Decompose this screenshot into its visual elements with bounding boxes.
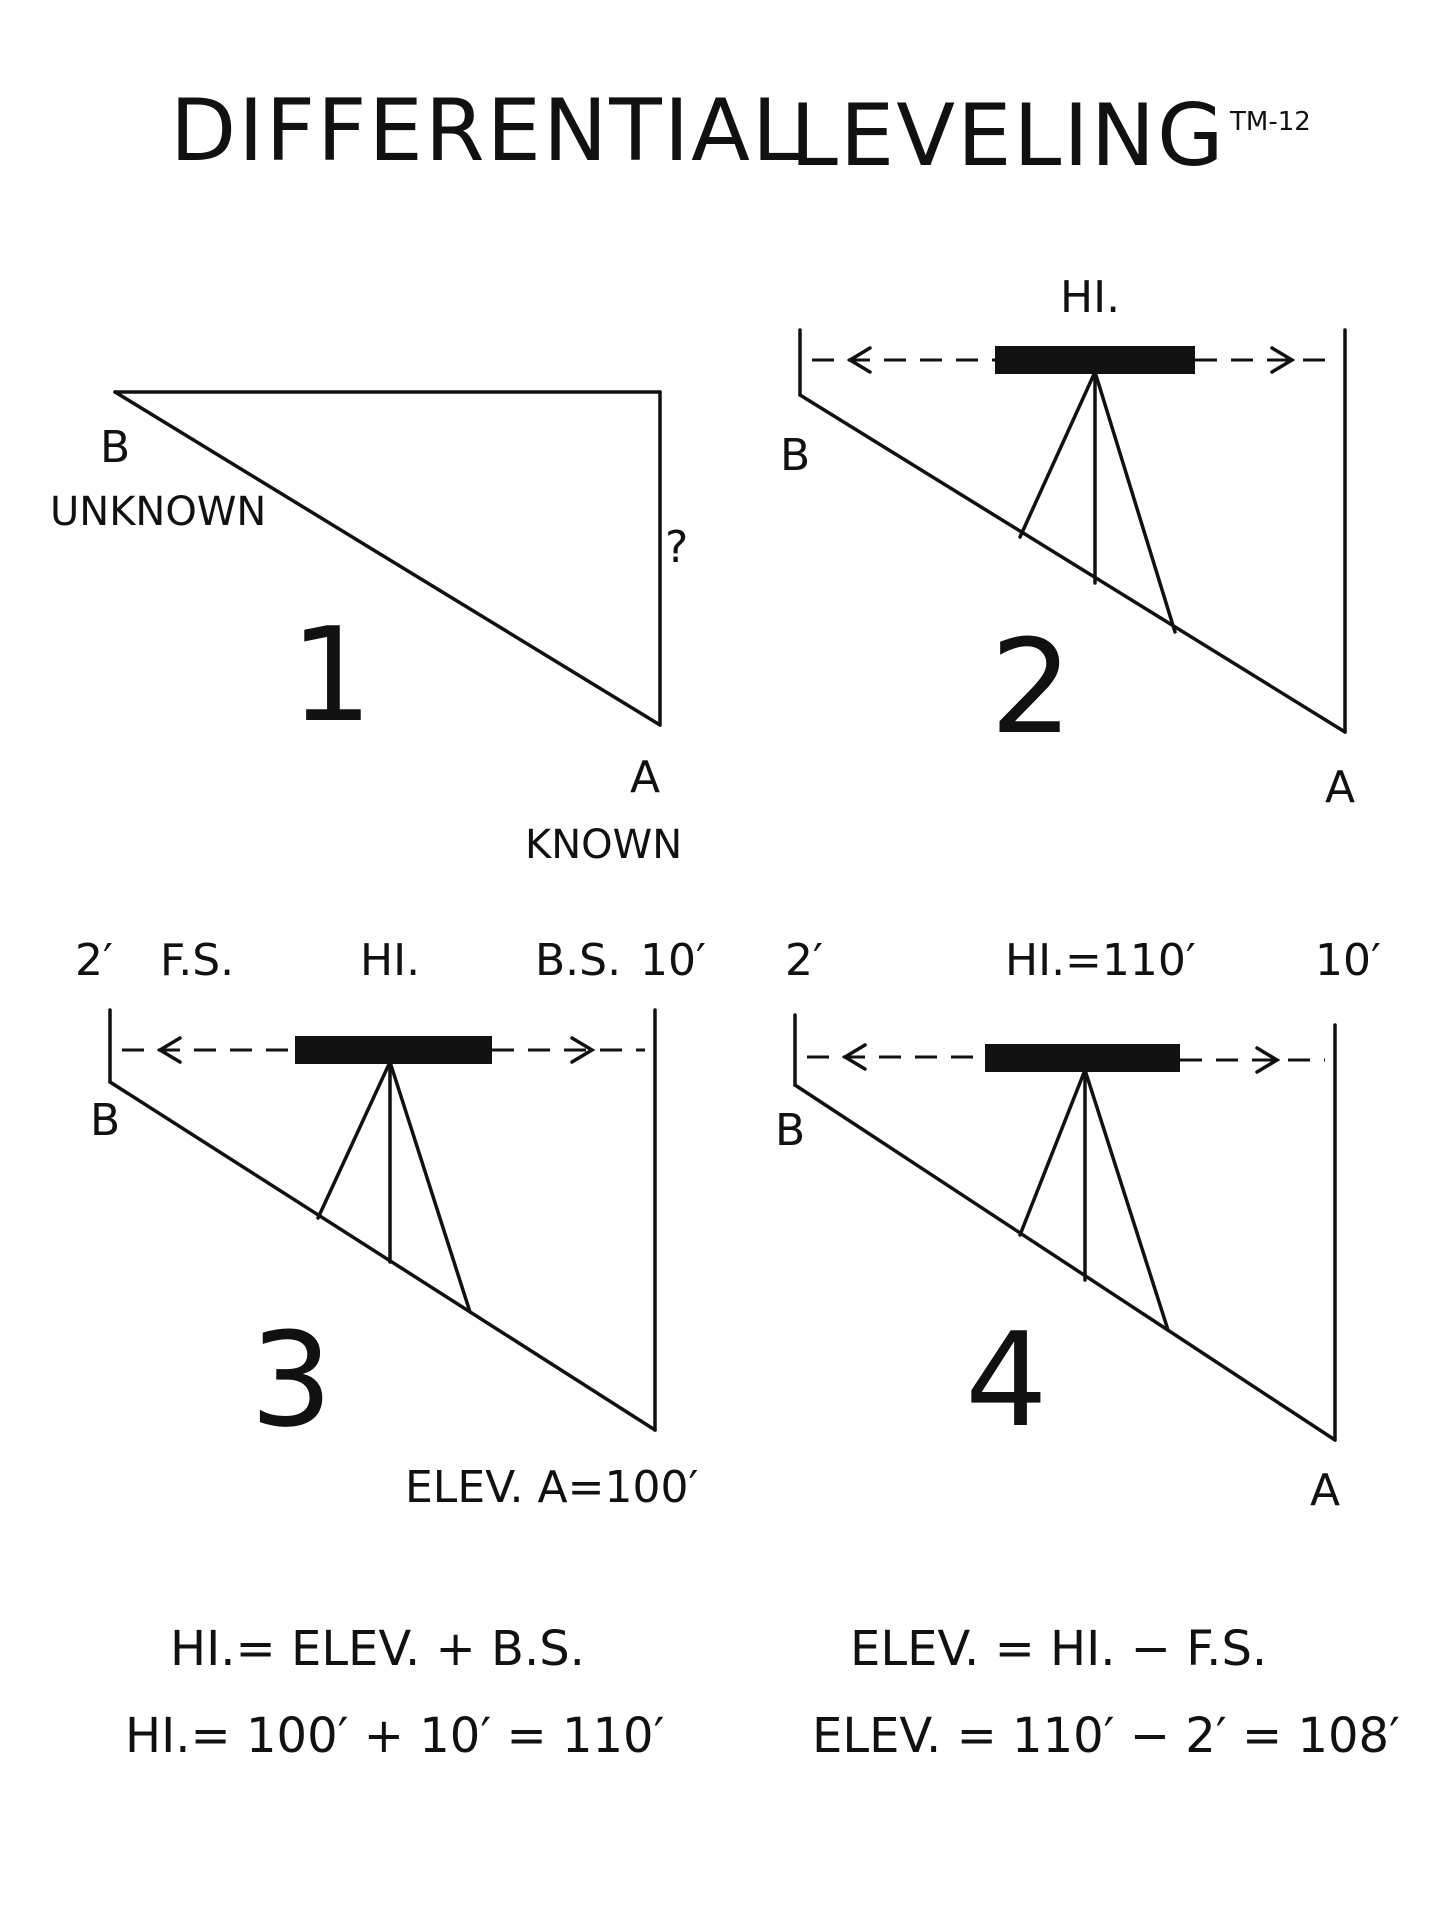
ground-slope	[798, 393, 1347, 734]
sheet-code: TM-12	[1229, 107, 1311, 137]
arrow-left-icon	[841, 1043, 867, 1071]
arrow-right-icon	[570, 1036, 596, 1064]
fs-label: F.S.	[160, 935, 234, 986]
panel-number: 3	[250, 1304, 333, 1456]
point-a-label: A	[1325, 762, 1355, 813]
hi-formula: HI.= ELEV. + B.S.	[170, 1621, 585, 1677]
title-leveling: LEVELING	[790, 86, 1226, 186]
hi-calculation: HI.= 100′ + 10′ = 110′	[125, 1708, 664, 1764]
formulas: HI.= ELEV. + B.S. HI.= 100′ + 10′ = 110′…	[125, 1621, 1400, 1764]
fs-value-label: 2′	[785, 935, 823, 986]
panel-2: HI. B 2 A	[780, 272, 1355, 813]
tripod-leg-left	[1018, 1068, 1087, 1237]
point-b-label: B	[90, 1095, 120, 1146]
arrow-left-icon	[156, 1036, 182, 1064]
bs-value-label: 10′	[1315, 935, 1381, 986]
arrow-right-icon	[1270, 346, 1296, 374]
point-a-label: A	[1310, 1465, 1340, 1516]
elev-calculation: ELEV. = 110′ − 2′ = 108′	[812, 1708, 1400, 1764]
known-label: KNOWN	[525, 822, 682, 868]
question-mark: ?	[665, 522, 688, 573]
unknown-label: UNKNOWN	[50, 489, 266, 535]
point-b-label: B	[100, 422, 130, 473]
bs-value-label: 10′	[640, 935, 706, 986]
hi-label: HI.	[1060, 272, 1120, 323]
ground-slope	[113, 390, 662, 727]
panel-4: 2′ HI.=110′ 10′ B 4 A	[775, 935, 1381, 1516]
title-block: DIFFERENTIAL LEVELING TM-12	[170, 81, 1311, 186]
tripod-leg-right	[1093, 370, 1177, 634]
ground-slope	[793, 1083, 1337, 1442]
point-b-label: B	[780, 430, 810, 481]
level-instrument	[995, 346, 1195, 374]
tripod-leg-left	[1018, 370, 1097, 539]
tripod-leg-right	[388, 1060, 472, 1314]
elev-formula: ELEV. = HI. − F.S.	[850, 1621, 1267, 1677]
tripod-leg-left	[316, 1060, 392, 1220]
level-instrument	[295, 1036, 492, 1064]
arrow-left-icon	[846, 346, 872, 374]
bs-label: B.S.	[535, 935, 621, 986]
point-b-label: B	[775, 1105, 805, 1156]
level-instrument	[985, 1044, 1180, 1072]
elevation-a-label: ELEV. A=100′	[405, 1462, 698, 1513]
arrow-right-icon	[1255, 1046, 1281, 1074]
title-differential: DIFFERENTIAL	[170, 81, 802, 181]
tripod-leg-right	[1083, 1068, 1170, 1332]
panel-number: 4	[965, 1304, 1048, 1456]
fs-value-label: 2′	[75, 935, 113, 986]
hi-value-label: HI.=110′	[1005, 935, 1196, 986]
hi-label: HI.	[360, 935, 420, 986]
panel-number: 2	[990, 611, 1073, 763]
panel-number: 1	[290, 599, 373, 751]
ground-slope	[108, 1080, 657, 1432]
panel-1: B UNKNOWN ? 1 A KNOWN	[50, 390, 688, 868]
point-a-label: A	[630, 752, 660, 803]
panel-3: 2′ F.S. HI. B.S. 10′ B 3 ELEV. A=100′	[75, 935, 706, 1513]
